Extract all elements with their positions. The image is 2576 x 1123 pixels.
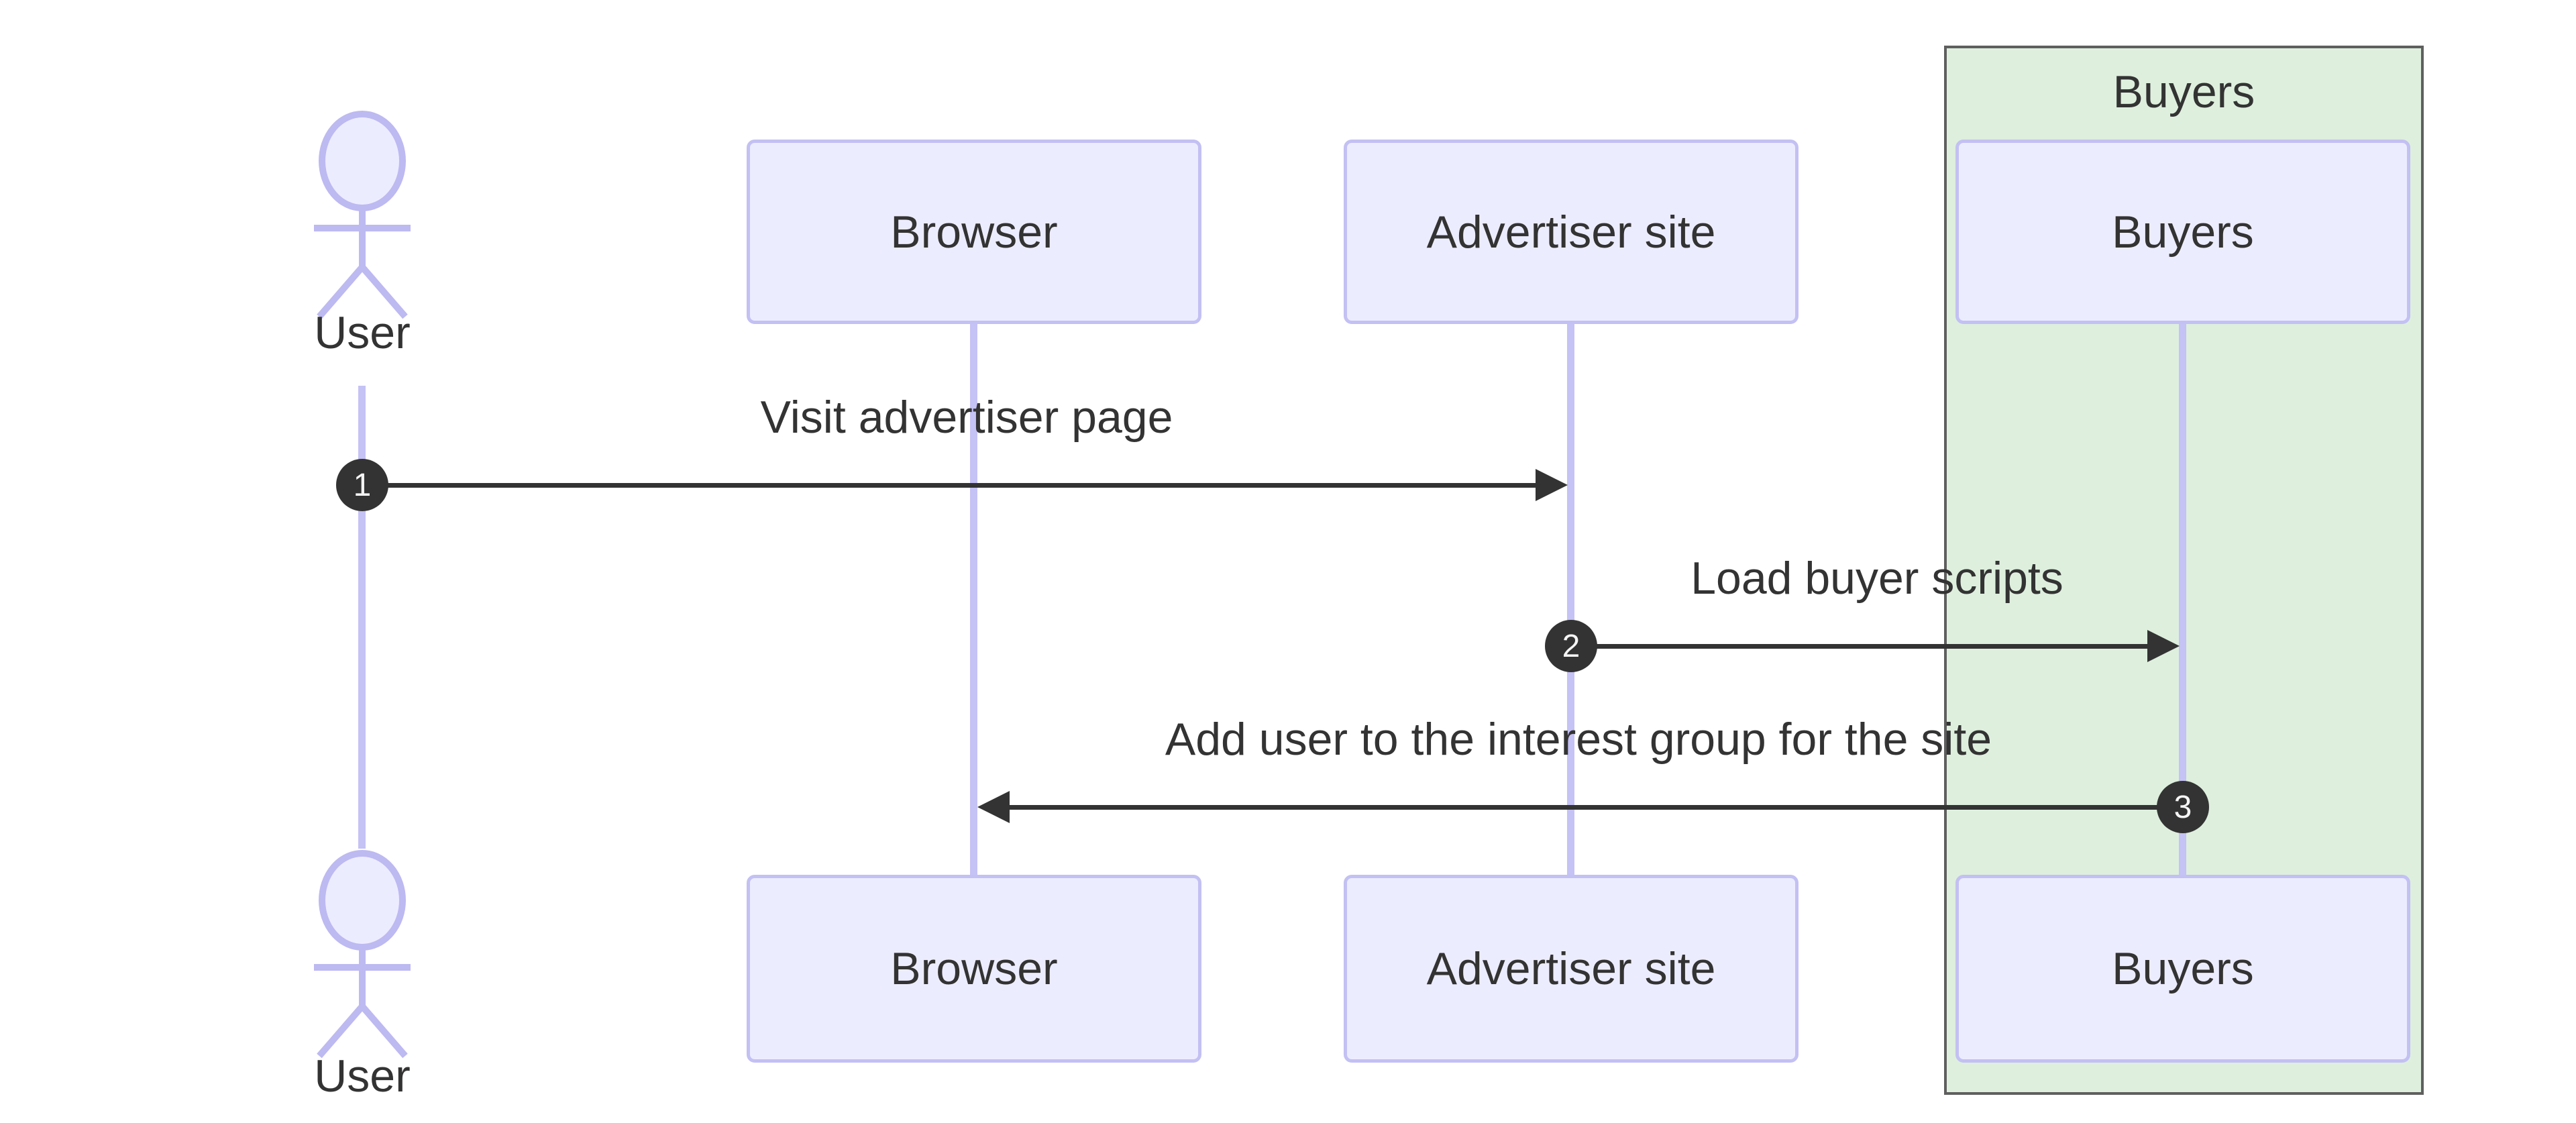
message-3-label: Add user to the interest group for the s… [1165,714,1992,765]
message-1-label: Visit advertiser page [760,392,1173,443]
user-actor-label-bottom: User [314,1051,411,1102]
lifeline-advertiser [1567,324,1574,875]
message-1-line [362,483,1537,488]
message-3-seq-badge: 3 [2157,781,2209,833]
participant-advertiser-bottom: Advertiser site [1344,875,1799,1063]
message-2-label: Load buyer scripts [1690,553,2063,604]
message-1-seq-badge: 1 [336,459,388,511]
message-2-line [1571,644,2149,649]
buyers-group-title: Buyers [2112,66,2255,117]
participant-buyers-top: Buyers [1955,140,2410,324]
message-2-seq-badge: 2 [1545,620,1597,672]
lifeline-browser [970,324,977,875]
user-actor-icon-bottom [314,850,411,1059]
lifeline-buyers [2179,324,2186,875]
participant-browser-bottom: Browser [747,875,1201,1063]
participant-buyers-bottom: Buyers [1955,875,2410,1063]
user-actor-label-top: User [314,307,411,358]
lifeline-user [358,386,366,849]
message-2-arrowhead-icon [2147,630,2180,662]
participant-browser-top: Browser [747,140,1201,324]
message-3-line [1008,805,2183,810]
user-actor-icon [314,111,411,319]
message-3-arrowhead-icon [977,791,1010,823]
participant-advertiser-top: Advertiser site [1344,140,1799,324]
message-1-arrowhead-icon [1536,469,1568,501]
